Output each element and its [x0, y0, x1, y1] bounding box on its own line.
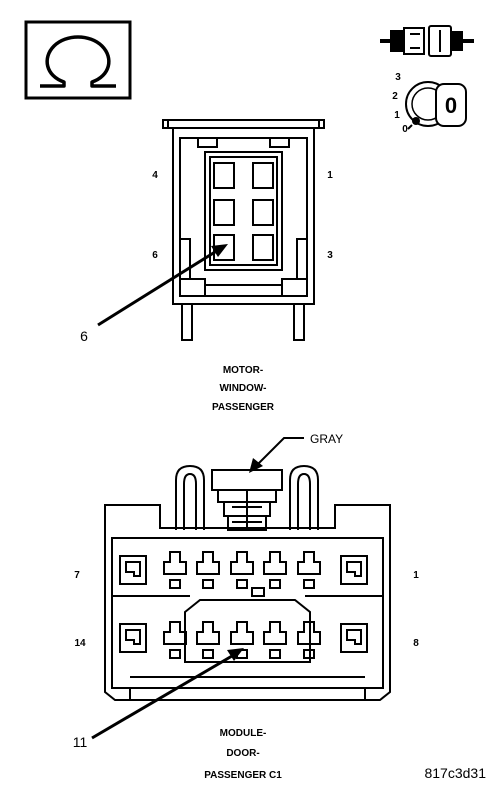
module-door-connector	[104, 464, 391, 701]
motor-title-line-2: WINDOW-	[219, 383, 266, 394]
motor-callout-number: 6	[80, 328, 88, 344]
module-pin-label-7: 7	[74, 570, 80, 581]
module-title-line-2: DOOR-	[226, 748, 259, 759]
ignition-position-2: 2	[392, 91, 398, 102]
module-pin-label-8: 8	[413, 638, 419, 649]
module-title-line-3: PASSENGER C1	[204, 770, 282, 781]
module-pin-label-1: 1	[413, 570, 419, 581]
module-top-row-cavities	[119, 551, 368, 597]
motor-window-connector	[162, 119, 325, 341]
ignition-position-3: 3	[395, 72, 401, 83]
motor-title-line-1: MOTOR-	[223, 365, 263, 376]
figure-id: 817c3d31	[424, 765, 486, 781]
module-title-line-1: MODULE-	[220, 728, 267, 739]
module-callout-arrow	[91, 648, 244, 740]
motor-pin-label-4: 4	[152, 170, 158, 181]
motor-pin-label-3: 3	[327, 250, 333, 261]
ignition-switch-icon: 3 2 1 0 0	[392, 72, 467, 135]
color-tag: GRAY	[310, 432, 343, 446]
motor-callout-arrow	[97, 244, 228, 327]
motor-title-line-3: PASSENGER	[212, 402, 275, 413]
ignition-key-label: 0	[445, 93, 457, 118]
ignition-position-0: 0	[402, 124, 408, 135]
module-callout-number: 11	[73, 734, 88, 750]
ignition-position-1: 1	[394, 110, 400, 121]
module-bottom-row-cavities	[119, 621, 368, 659]
motor-pin-label-6: 6	[152, 250, 158, 261]
connector-plug-icon	[380, 25, 474, 57]
omega-icon	[24, 20, 132, 100]
motor-pin-label-1: 1	[327, 170, 333, 181]
module-pin-label-14: 14	[74, 638, 86, 649]
